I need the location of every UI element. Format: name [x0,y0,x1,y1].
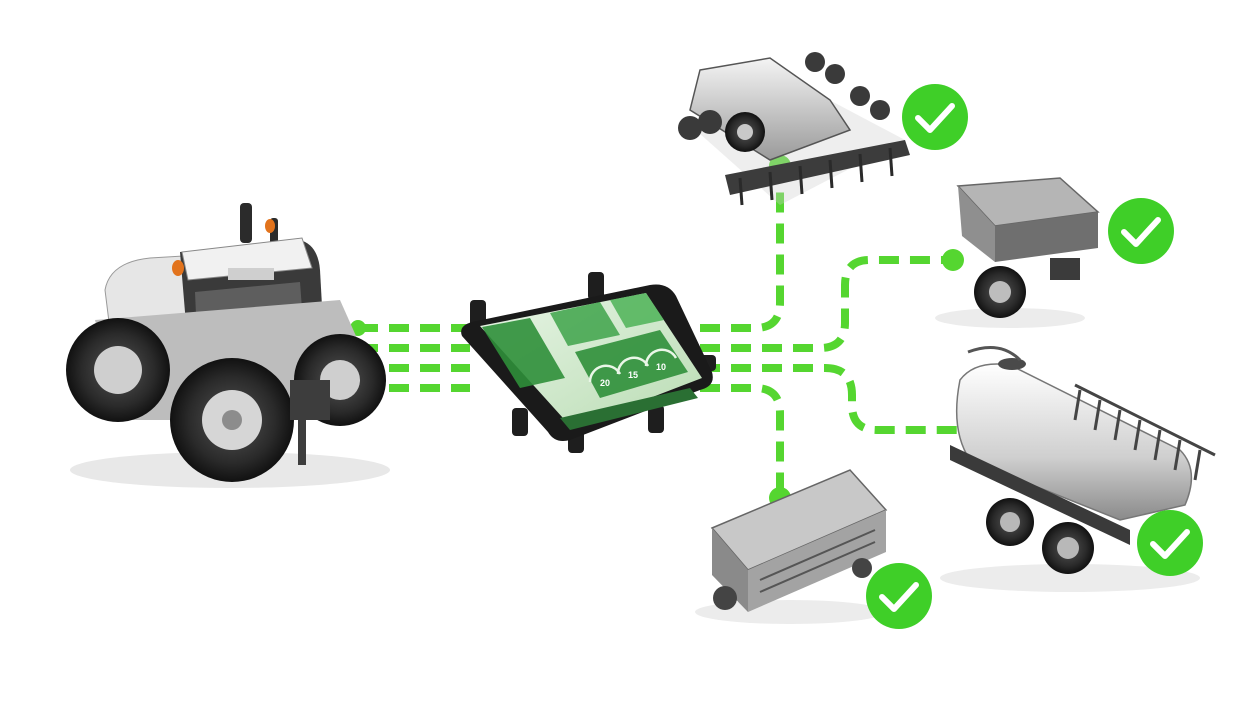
spreader-cart-image [935,177,1100,328]
disc-harrow-image [678,52,910,206]
check-badge [1137,510,1203,576]
fertilizer-spreader-image [695,469,888,624]
gauge-reading: 20 [600,378,610,388]
connector-fertilizer-spreader [700,384,784,497]
gauge-reading: 10 [656,362,666,372]
check-icon [1121,217,1161,247]
terminal-gauges [588,348,678,383]
check-icon [1150,529,1190,559]
connector-spreader-cart [700,256,952,352]
check-badge [1108,198,1174,264]
check-badge [902,84,968,150]
check-badge [866,563,932,629]
gauge-reading: 15 [628,370,638,380]
tractor-image [66,203,390,488]
terminal-tablet: 20 15 10 [461,272,716,453]
connector-dot [942,249,964,271]
connector-slurry-tanker [700,364,993,434]
check-icon [915,103,955,133]
connector-disc-harrow [700,166,784,332]
slurry-tanker-image [940,346,1216,592]
check-icon [879,582,919,612]
